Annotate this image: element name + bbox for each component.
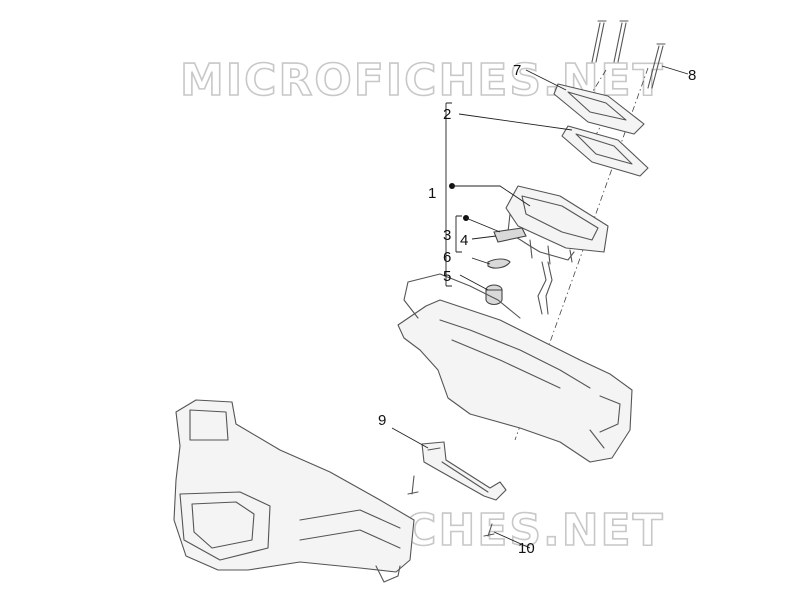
small-screws [407,475,495,537]
rubber-pad [493,227,527,243]
front-handlebar-cover [173,399,415,583]
mounting-bracket [421,441,507,501]
spacer-sleeve [487,258,511,269]
instrument-lens-frame [561,125,649,177]
grommet [485,284,503,306]
subgroup-bracket [455,215,462,253]
leader-lines [391,65,689,549]
callout-5: 5 [443,268,451,285]
callout-3: 3 [443,227,451,244]
callout-10: 10 [518,540,535,557]
callout-4: 4 [460,232,468,249]
callout-9: 9 [378,412,386,429]
callout-7: 7 [513,62,521,79]
instrument-top-cover [553,83,645,135]
long-screws [591,20,666,89]
rear-handlebar-cover [397,273,633,463]
group-bracket [445,102,452,287]
callout-2: 2 [443,106,451,123]
instrument-cluster [505,185,609,315]
callout-1: 1 [428,185,436,202]
callout-8: 8 [688,67,696,84]
callout-6: 6 [443,249,451,266]
